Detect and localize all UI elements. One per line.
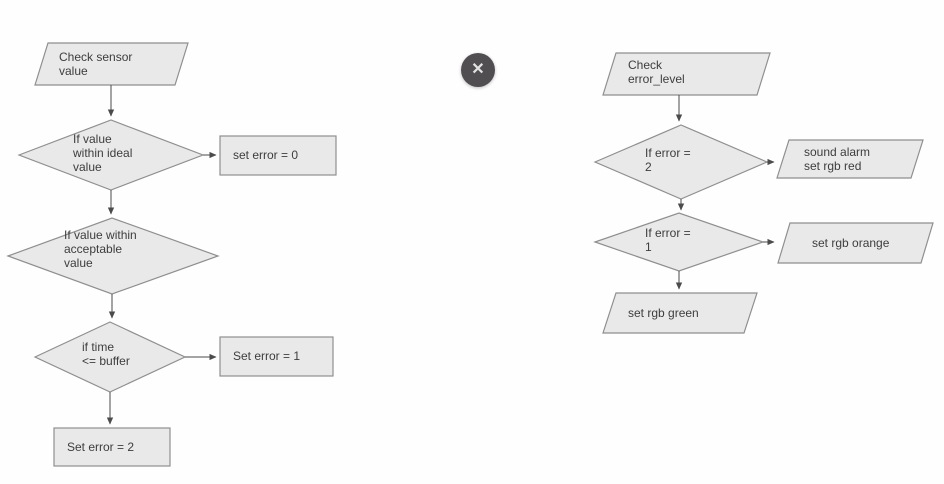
node-decision-error-2 — [593, 124, 769, 200]
node-set-error-0 — [219, 135, 337, 176]
node-decision-time-buffer — [33, 321, 187, 393]
node-set-error-1 — [219, 336, 334, 377]
node-check-error-level — [602, 52, 771, 96]
node-set-rgb-orange — [777, 222, 934, 264]
node-check-sensor-value — [34, 42, 189, 86]
node-decision-error-1 — [593, 212, 765, 272]
node-decision-within-ideal — [17, 119, 205, 191]
node-set-rgb-green — [602, 292, 758, 334]
close-icon: ✕ — [471, 61, 485, 78]
node-sound-alarm-rgb-red — [776, 139, 924, 179]
node-decision-within-acceptable — [6, 217, 220, 295]
node-set-error-2 — [53, 427, 171, 467]
close-button[interactable]: ✕ — [461, 53, 495, 87]
